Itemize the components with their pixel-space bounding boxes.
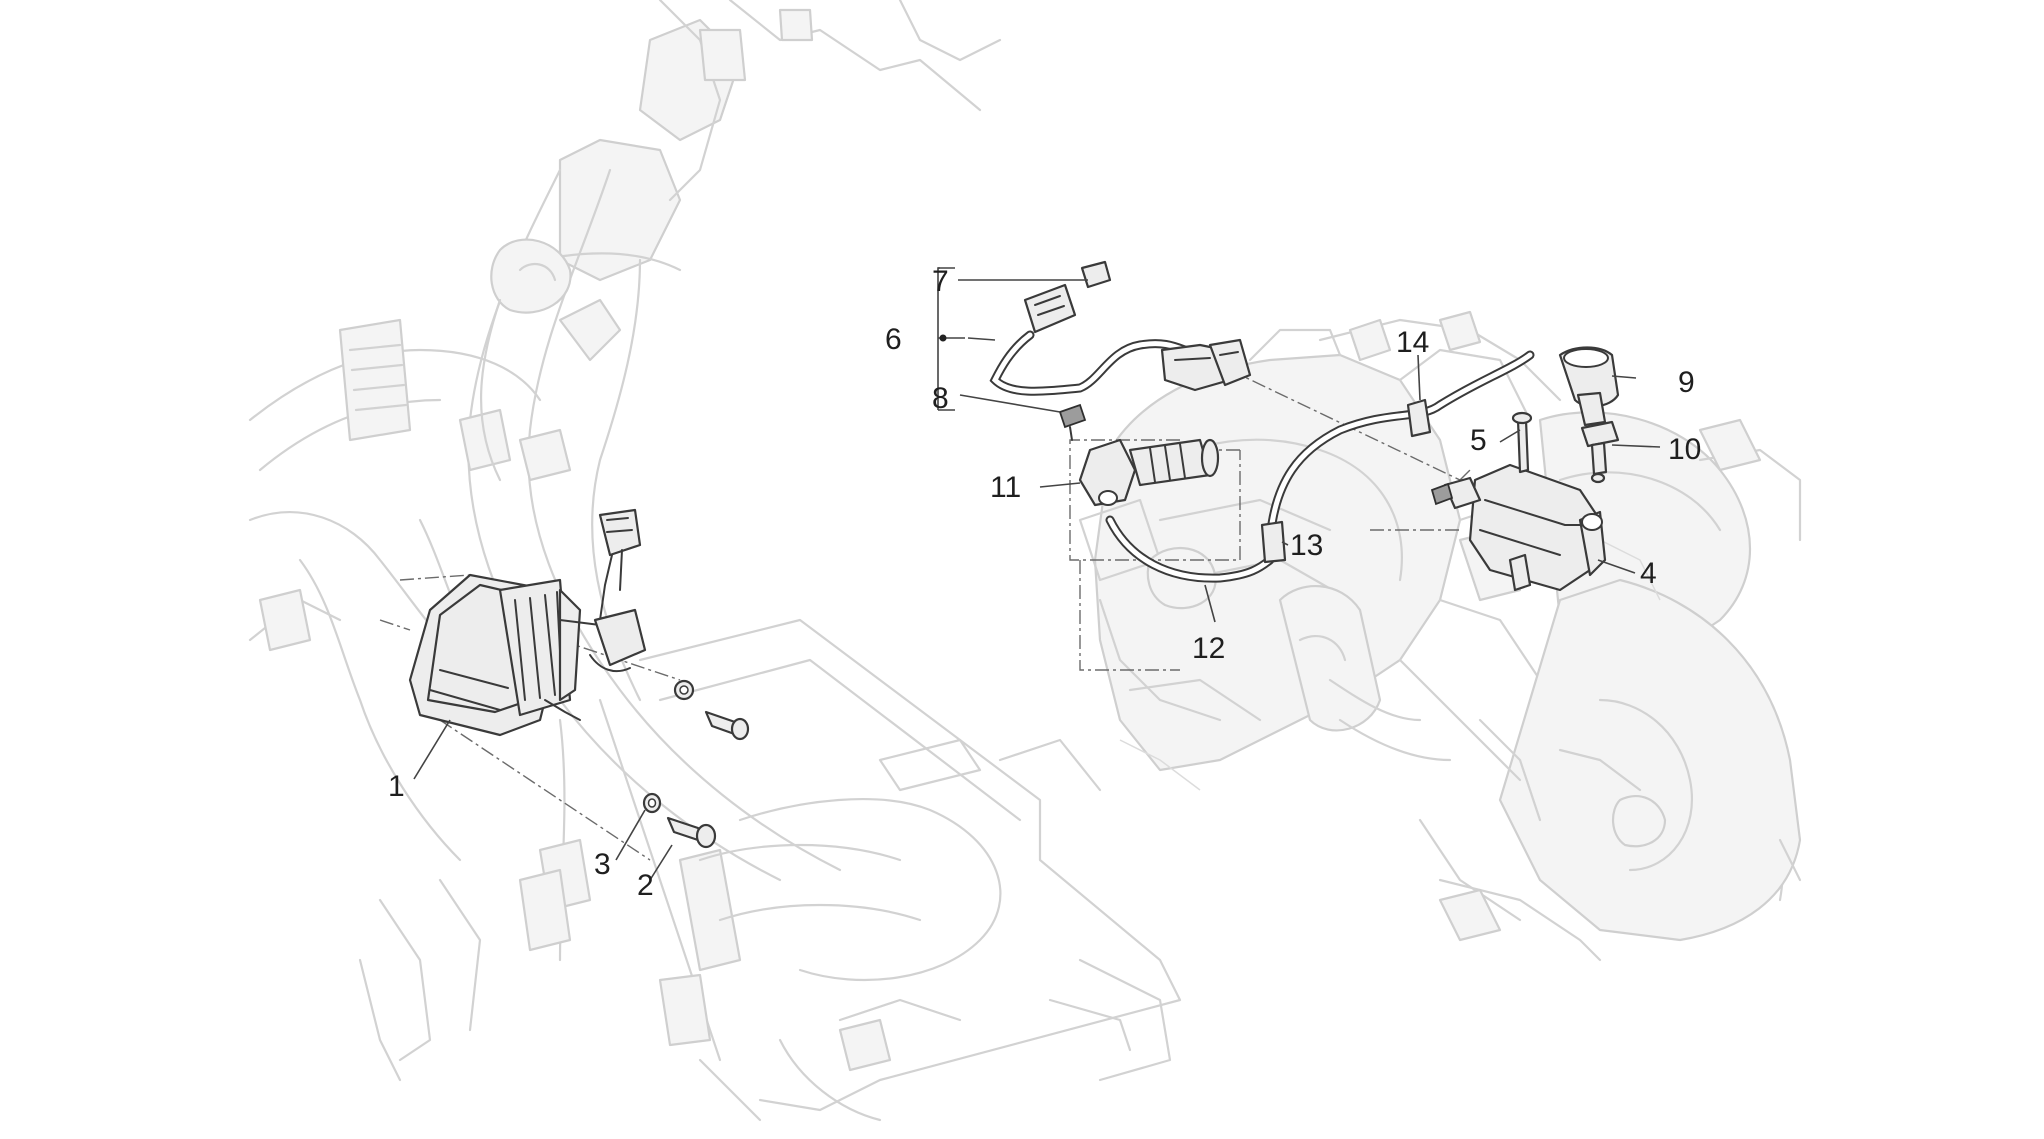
callout-1: 1 (388, 770, 405, 803)
assembly-lines (379, 369, 1541, 861)
callout-14: 14 (1396, 326, 1429, 359)
screw-and-washer-parts (642, 679, 750, 849)
callout-4: 4 (1640, 557, 1657, 590)
callout-9: 9 (1678, 366, 1695, 399)
callout-3: 3 (594, 848, 611, 881)
callout-8: 8 (932, 382, 949, 415)
callout-2: 2 (637, 869, 654, 902)
leader-lines (413, 267, 1661, 881)
voltage-regulator-part (408, 508, 647, 737)
ignition-coil-part (1430, 346, 1620, 592)
callout-12: 12 (1192, 632, 1225, 665)
sensor-and-cable-part (1078, 350, 1535, 583)
callout-11: 11 (990, 471, 1021, 504)
callout-labels: 1 2 3 4 5 6 7 8 9 10 11 12 13 14 (388, 265, 1701, 902)
wiring-harness-part (989, 260, 1252, 441)
callout-5: 5 (1470, 424, 1487, 457)
callout-10: 10 (1668, 433, 1701, 466)
callout-7: 7 (932, 265, 949, 298)
callout-13: 13 (1290, 529, 1323, 562)
callout-6: 6 (885, 323, 902, 356)
floorboard-ghost (638, 618, 1182, 1112)
frame-ghost (248, 0, 1002, 1122)
